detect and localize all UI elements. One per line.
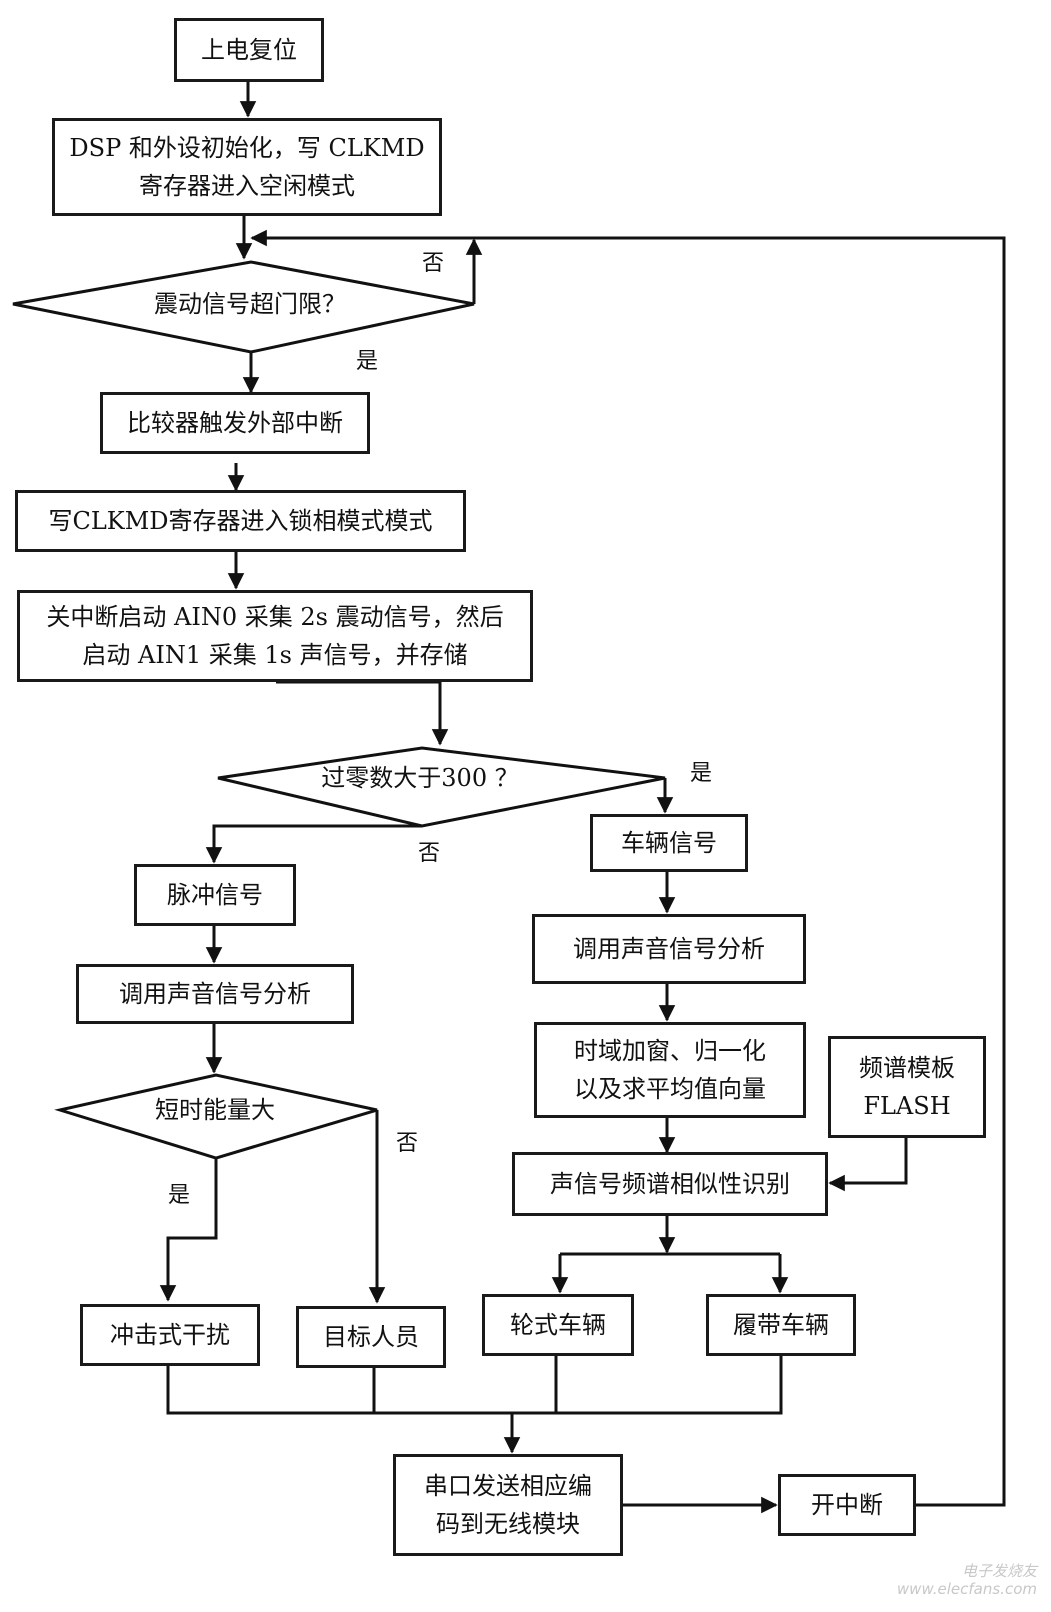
node-label: 调用声音信号分析 [573, 935, 765, 963]
watermark: 电子发烧友 www.elecfans.com [897, 1562, 1037, 1598]
node-comparator-interrupt: 比较器触发外部中断 [100, 392, 370, 454]
node-label: 比较器触发外部中断 [127, 409, 343, 437]
node-label: DSP 和外设初始化，写 CLKMD 寄存器进入空闲模式 [69, 134, 425, 200]
node-label: 车辆信号 [621, 829, 717, 857]
node-power-reset: 上电复位 [174, 18, 324, 82]
node-acquire: 关中断启动 AIN0 采集 2s 震动信号，然后 启动 AIN1 采集 1s 声… [17, 590, 533, 682]
node-tracked-vehicle: 履带车辆 [706, 1294, 856, 1356]
node-spectrum-template: 频谱模板 FLASH [828, 1036, 986, 1138]
node-windowing: 时域加窗、归一化 以及求平均值向量 [534, 1022, 806, 1118]
node-call-audio-left: 调用声音信号分析 [76, 964, 354, 1024]
node-init: DSP 和外设初始化，写 CLKMD 寄存器进入空闲模式 [52, 118, 442, 216]
node-target-person: 目标人员 [296, 1306, 446, 1368]
edge-label-energy-no: 否 [396, 1131, 419, 1156]
node-call-audio-right: 调用声音信号分析 [532, 914, 806, 984]
node-label: 关中断启动 AIN0 采集 2s 震动信号，然后 启动 AIN1 采集 1s 声… [46, 603, 504, 669]
node-vehicle-signal: 车辆信号 [590, 814, 748, 872]
node-label: 脉冲信号 [167, 881, 263, 909]
node-label: 写CLKMD寄存器进入锁相模式模式 [48, 507, 433, 535]
edge-template-similarity [828, 1136, 908, 1192]
edge-merge-bus [166, 1354, 783, 1415]
edge-acquire-zero [276, 680, 449, 746]
node-enable-interrupt: 开中断 [778, 1474, 916, 1536]
node-label: 调用声音信号分析 [119, 980, 311, 1008]
node-serial-send: 串口发送相应编 码到无线模块 [393, 1454, 623, 1556]
node-label: 上电复位 [201, 36, 297, 64]
watermark-url: www.elecfans.com [896, 1580, 1037, 1598]
edge-zero-no [205, 824, 422, 864]
edge-energy-yes [159, 1158, 218, 1302]
watermark-title: 电子发烧友 [961, 1562, 1037, 1580]
decision-diamond-vibration [12, 260, 475, 354]
edge-label-zero-yes: 是 [690, 761, 713, 786]
node-wheeled-vehicle: 轮式车辆 [482, 1294, 634, 1356]
node-pll-mode: 写CLKMD寄存器进入锁相模式模式 [15, 490, 466, 552]
edge-enable-loop [474, 236, 1006, 1507]
edge-label-energy-yes: 是 [168, 1183, 191, 1208]
node-similarity: 声信号频谱相似性识别 [512, 1152, 828, 1216]
node-label: 声信号频谱相似性识别 [550, 1170, 790, 1198]
node-label: 串口发送相应编 码到无线模块 [424, 1472, 592, 1538]
node-impact-interference: 冲击式干扰 [80, 1304, 260, 1366]
node-pulse-signal: 脉冲信号 [134, 864, 296, 926]
node-label: 频谱模板 FLASH [859, 1054, 955, 1120]
edge-label-vibration-no: 否 [422, 251, 445, 276]
node-label: 目标人员 [323, 1323, 419, 1351]
node-label: 时域加窗、归一化 以及求平均值向量 [574, 1037, 766, 1103]
node-label: 轮式车辆 [510, 1311, 606, 1339]
decision-diamond-energy [54, 1073, 378, 1160]
edge-label-zero-no: 否 [418, 841, 441, 866]
node-label: 冲击式干扰 [110, 1321, 230, 1349]
node-label: 开中断 [811, 1491, 883, 1519]
edge-label-vibration-yes: 是 [356, 349, 379, 374]
node-label: 履带车辆 [733, 1311, 829, 1339]
